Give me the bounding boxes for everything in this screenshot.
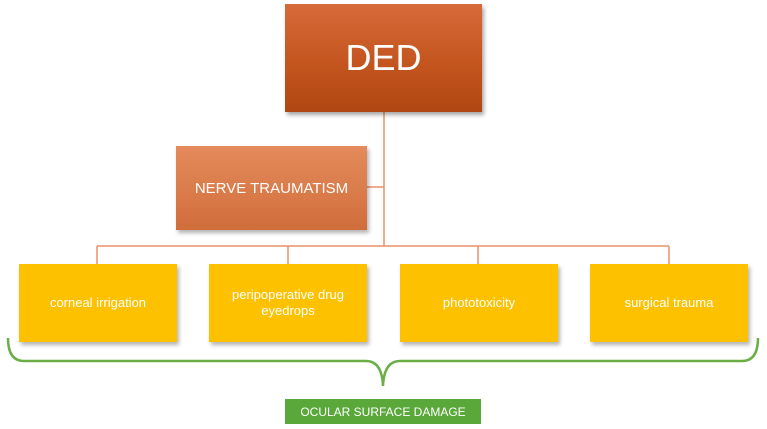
leaf-node-corneal-irrigation: corneal irrigation — [19, 264, 177, 342]
bottom-label-text: OCULAR SURFACE DAMAGE — [300, 404, 466, 419]
grouping-brace — [6, 337, 760, 387]
ocular-surface-damage-label: OCULAR SURFACE DAMAGE — [285, 399, 481, 424]
leaf-node-drug-eyedrops: peripoperative drug eyedrops — [209, 264, 367, 342]
leaf-node-surgical-trauma: surgical trauma — [590, 264, 748, 342]
node-nerve-traumatism: NERVE TRAUMATISM — [176, 146, 367, 230]
root-node-ded: DED — [285, 4, 482, 112]
root-node-label: DED — [345, 37, 422, 78]
leaf-label: corneal irrigation — [49, 295, 147, 310]
leaf-label: phototoxicity — [442, 295, 516, 310]
leaf-node-phototoxicity: phototoxicity — [400, 264, 558, 342]
leaf-label: surgical trauma — [624, 295, 714, 310]
leaf-label: peripoperative drug eyedrops — [231, 287, 345, 318]
mid-node-label: NERVE TRAUMATISM — [194, 179, 349, 197]
